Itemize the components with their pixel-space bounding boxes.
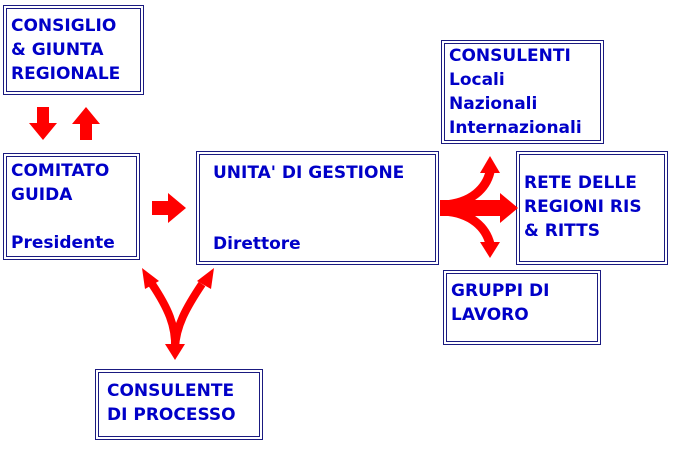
consulente-processo-line1: CONSULENTE [107,381,235,401]
comitato-role: Presidente [11,233,115,253]
consiglio-box: CONSIGLIO & GIUNTA REGIONALE [3,5,144,95]
comitato-line1: COMITATO [11,161,110,181]
consiglio-line2: & GIUNTA [11,40,104,60]
consulente-processo-box: CONSULENTE DI PROCESSO [95,369,263,440]
arrow-right-comitato-unita [152,193,186,223]
consulenti-box: CONSULENTI Locali Nazionali Internaziona… [441,40,604,144]
gruppi-box: GRUPPI DI LAVORO [443,270,601,345]
rete-line1: RETE DELLE [524,173,637,193]
gruppi-line1: GRUPPI DI [451,281,550,301]
consulente-processo-line2: DI PROCESSO [107,405,236,425]
comitato-box: COMITATO GUIDA Presidente [3,153,140,260]
arrow-three-way-unita [440,156,518,258]
arrow-fork-consulente-processo [142,268,214,360]
consulenti-item-locali: Locali [449,70,505,90]
gruppi-line2: LAVORO [451,305,529,325]
unita-title: UNITA' DI GESTIONE [213,163,405,183]
comitato-line2: GUIDA [11,185,73,205]
consulenti-item-nazionali: Nazionali [449,94,538,114]
consulenti-title: CONSULENTI [449,46,571,66]
consiglio-line3: REGIONALE [11,64,121,84]
rete-box: RETE DELLE REGIONI RIS & RITTS [516,151,668,265]
unita-box: UNITA' DI GESTIONE Direttore [196,151,439,265]
rete-line3: & RITTS [524,221,600,241]
arrow-up-comitato-consiglio [72,107,100,140]
consulenti-item-internazionali: Internazionali [449,118,582,138]
arrow-down-consiglio-comitato [29,107,57,140]
consiglio-line1: CONSIGLIO [11,16,117,36]
unita-role: Direttore [213,234,301,254]
rete-line2: REGIONI RIS [524,197,642,217]
